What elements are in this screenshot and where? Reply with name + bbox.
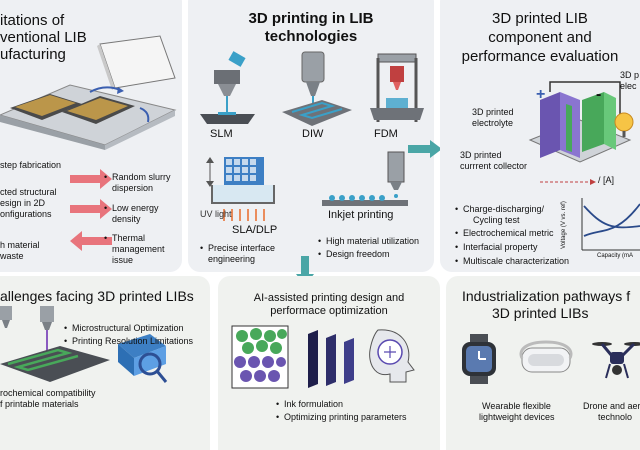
limitations-title-2: ventional LIB	[0, 29, 87, 46]
limitation-item-2: cted structural	[0, 187, 57, 197]
industrial-title-2: 3D printed LIBs	[492, 305, 589, 321]
drone-label-1: Drone and aer	[583, 401, 640, 411]
inkjet-illustration	[322, 151, 408, 206]
component-item-4: Interfacial property	[463, 242, 538, 252]
teal-arrow-right	[408, 140, 442, 158]
challenges-bullet-1: •	[64, 323, 68, 333]
current-label: / [A]	[598, 175, 615, 185]
challenges-item-1: Microstructural Optimization	[72, 323, 184, 333]
red-arrows	[70, 169, 112, 251]
component-title-3: performance evaluation	[461, 48, 619, 65]
limitation-right-item-4: density	[112, 214, 141, 224]
printing-bullet-left-2: engineering	[208, 254, 256, 264]
printing-bullet-left-1: Precise interface	[208, 243, 276, 253]
limitation-item-1: step fabrication	[0, 160, 62, 170]
printing-title-2: technologies	[264, 28, 358, 45]
battery-plus-label: +	[536, 86, 546, 103]
electrode-label-2: elec	[620, 81, 637, 91]
challenges-item-2: Printing Resolution Limitations	[72, 336, 194, 346]
challenges-title: allenges facing 3D printed LIBs	[0, 288, 194, 304]
printing-panel	[188, 0, 434, 272]
ai-title-1: AI-assisted printing design and	[253, 292, 405, 304]
component-title-2: component and	[488, 29, 592, 46]
limitation-right-item-1: Random slurry	[112, 172, 171, 182]
component-bullet-1: •	[455, 204, 459, 214]
watch-icon	[462, 334, 496, 384]
devices-label-2: lightweight devices	[479, 412, 555, 422]
component-bullet-2: •	[455, 228, 459, 238]
ai-item-2: Optimizing printing parameters	[284, 412, 407, 422]
limitation-item-3: esign in 2D	[0, 198, 46, 208]
sla-illustration	[206, 157, 275, 221]
printing-bullet-3: •	[318, 249, 322, 259]
limitation-right-bullet-1: •	[104, 172, 108, 182]
ai-illustration	[231, 325, 415, 389]
component-item-5: Multiscale characterization	[463, 256, 570, 266]
ai-bullet-2: •	[276, 412, 280, 422]
electrolyte-label-1: 3D printed	[472, 107, 514, 117]
component-title-1: 3D printed LIB	[492, 10, 588, 27]
ai-item-1: Ink formulation	[284, 399, 344, 409]
diw-illustration	[282, 51, 352, 126]
electrolyte-label-2: electrolyte	[472, 118, 514, 128]
battery-minus-label: -	[596, 86, 602, 103]
limitation-right-item-2: dispersion	[112, 183, 154, 193]
limitation-item-5: h material	[0, 240, 40, 250]
uv-light-label: UV light	[200, 209, 232, 219]
fdm-illustration	[370, 53, 424, 122]
component-item-1: Charge-discharging/	[463, 204, 545, 214]
challenges-illustration	[0, 306, 168, 383]
component-bullet-4: •	[455, 256, 459, 266]
current-arrow	[540, 179, 596, 185]
limitation-right-bullet-3: •	[104, 233, 108, 243]
printing-bullet-1: •	[200, 243, 204, 253]
voltage-curve-chart	[581, 198, 640, 251]
conveyor-illustration	[0, 35, 177, 150]
electrode-label-1: 3D p	[620, 70, 640, 80]
voltage-chart-xlabel: Capacity (mA	[597, 253, 634, 259]
printing-bullet-2: •	[318, 236, 322, 246]
method-slm-label: SLM	[210, 128, 233, 140]
printing-bullet-right-1: High material utilization	[326, 236, 420, 246]
limitation-right-item-6: management	[112, 244, 165, 254]
limitation-right-item-3: Low energy	[112, 203, 159, 213]
printing-title-1: 3D printing in LIB	[248, 10, 374, 27]
challenges-bullet-2: •	[64, 336, 68, 346]
method-sla-label: SLA/DLP	[232, 224, 278, 236]
limitations-title-3: ufacturing	[0, 46, 66, 63]
challenges-bottom-2: f printable materials	[0, 399, 79, 409]
industrial-title-1: Industrialization pathways f	[462, 288, 631, 304]
component-item-2: Cycling test	[473, 215, 520, 225]
limitation-item-4: onfigurations	[0, 209, 52, 219]
method-inkjet-label: Inkjet printing	[328, 209, 394, 221]
collector-label-1: 3D printed	[460, 150, 502, 160]
limitation-right-item-5: Thermal	[112, 233, 146, 243]
component-item-3: Electrochemical metric	[463, 228, 554, 238]
voltage-chart-ylabel: Voltage (V vs. ref)	[560, 201, 567, 249]
slm-illustration	[200, 51, 255, 124]
devices-label-1: Wearable flexible	[482, 401, 551, 411]
limitation-right-bullet-2: •	[104, 203, 108, 213]
ai-title-2: performace optimization	[270, 305, 388, 317]
ai-bullet-1: •	[276, 399, 280, 409]
method-fdm-label: FDM	[374, 128, 398, 140]
limitation-item-6: waste	[0, 251, 24, 261]
limitations-title-1: itations of	[0, 12, 65, 29]
collector-label-2: currrent collector	[460, 161, 528, 171]
component-bullet-3: •	[455, 242, 459, 252]
vr-headset-icon	[519, 340, 573, 373]
battery-component-illustration	[528, 81, 634, 163]
limitation-right-item-7: issue	[112, 255, 134, 265]
drone-label-2: technolo	[598, 412, 633, 422]
drone-icon	[592, 342, 640, 379]
method-diw-label: DIW	[302, 128, 324, 140]
printing-bullet-right-2: Design freedom	[326, 249, 390, 259]
challenges-bottom-1: rochemical compatibility	[0, 388, 96, 398]
